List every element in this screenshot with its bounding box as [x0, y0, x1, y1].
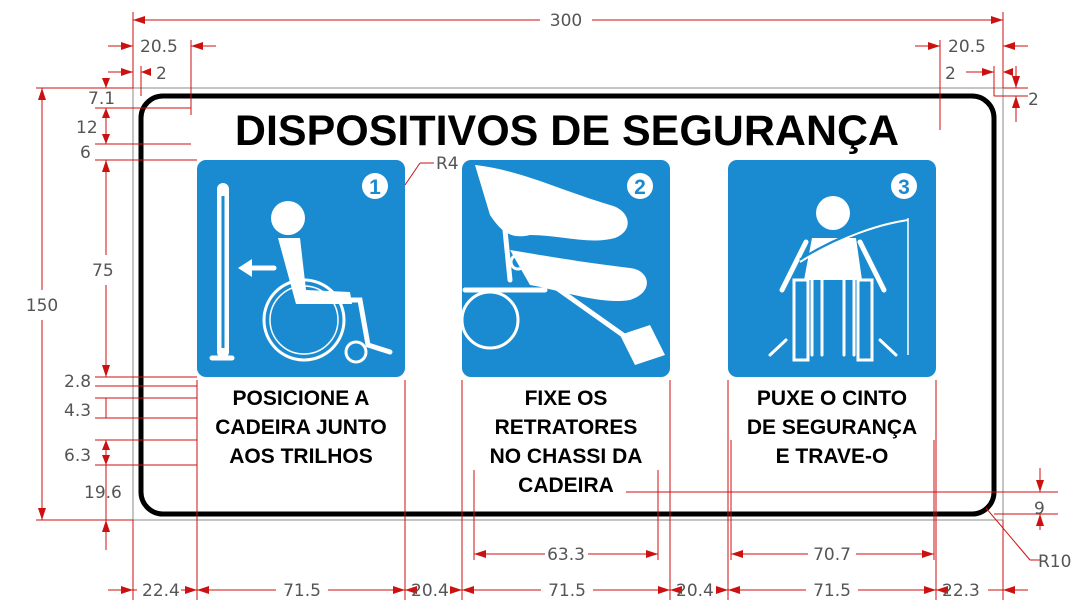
dim-bottom-width-1: 22.4 [142, 581, 180, 601]
dim-title-panel-gap: 6 [80, 143, 91, 163]
dim-title-height: 12 [76, 118, 98, 138]
caption-2-line-4: CADEIRA [518, 474, 614, 497]
caption-3: PUXE O CINTO DE SEGURANÇA E TRAVE-O [747, 387, 917, 468]
caption-1-line-3: AOS TRILHOS [229, 445, 373, 468]
caption-3-line-2: DE SEGURANÇA [747, 416, 917, 439]
sign-title: DISPOSITIVOS DE SEGURANÇA [235, 107, 899, 155]
panel-1-number: 1 [369, 176, 381, 199]
panel-1-number-badge [362, 173, 388, 199]
panel-2-number: 2 [634, 176, 646, 199]
outer-frame [132, 87, 1004, 521]
panel-3-number: 3 [898, 176, 910, 199]
panel-2: 2 [460, 160, 670, 377]
dim-caption-width-3: 70.7 [813, 545, 851, 565]
caption-1-line-2: CADEIRA JUNTO [215, 416, 387, 439]
dim-bottom-width-3: 20.4 [411, 581, 449, 601]
dim-right-bottom-gap: 9 [1034, 499, 1045, 519]
dim-top-width: 300 [550, 11, 582, 31]
dim-caption-line: 4.3 [64, 401, 91, 421]
caption-3-line-1: PUXE O CINTO [757, 387, 907, 410]
caption-1-line-1: POSICIONE A [233, 387, 370, 410]
panel-3-number-badge [891, 173, 917, 199]
dim-border-corner-radius: R10 [1038, 552, 1071, 572]
dim-caption-spacing: 6.3 [64, 446, 91, 466]
caption-1: POSICIONE A CADEIRA JUNTO AOS TRILHOS [215, 387, 387, 468]
dim-overall-height: 150 [26, 296, 58, 316]
dim-panel-corner-radius: R4 [436, 154, 459, 174]
dim-bottom-gap: 19.6 [84, 483, 122, 503]
dim-caption-width-2: 63.3 [547, 545, 585, 565]
dim-bottom-width-5: 20.4 [676, 581, 714, 601]
panel-3: 3 [728, 160, 936, 377]
retractor-attach-chassis-icon [460, 165, 665, 365]
dim-right-margin-top: 20.5 [948, 37, 986, 57]
dim-caption-gap: 2.8 [64, 372, 91, 392]
dim-right-top-offset: 2 [1028, 90, 1039, 110]
dim-bottom-width-6: 71.5 [813, 581, 851, 601]
dim-left-margin-top: 20.5 [140, 37, 178, 57]
seatbelt-wheelchair-icon [768, 196, 909, 362]
dim-bottom-width-4: 71.5 [548, 581, 586, 601]
panel-1: 1 [197, 160, 405, 377]
dim-title-top-gap: 7.1 [88, 89, 115, 109]
dimension-annotations: 300 20.5 2 20.5 2 2 [26, 11, 1072, 601]
caption-2-line-3: NO CHASSI DA [490, 445, 643, 468]
sign-border [138, 93, 997, 517]
dim-panel-height: 75 [92, 261, 114, 281]
wheelchair-beside-rails-icon [209, 183, 393, 364]
dim-right-border-offset: 2 [945, 64, 956, 84]
dim-bottom-width-7: 22.3 [942, 581, 980, 601]
panel-2-number-badge [627, 173, 653, 199]
dim-left-border-offset: 2 [156, 64, 167, 84]
caption-2-line-2: RETRATORES [495, 416, 638, 439]
caption-3-line-3: E TRAVE-O [776, 445, 889, 468]
caption-2: FIXE OS RETRATORES NO CHASSI DA CADEIRA [490, 387, 643, 497]
dim-bottom-width-2: 71.5 [283, 581, 321, 601]
caption-2-line-1: FIXE OS [525, 387, 608, 410]
